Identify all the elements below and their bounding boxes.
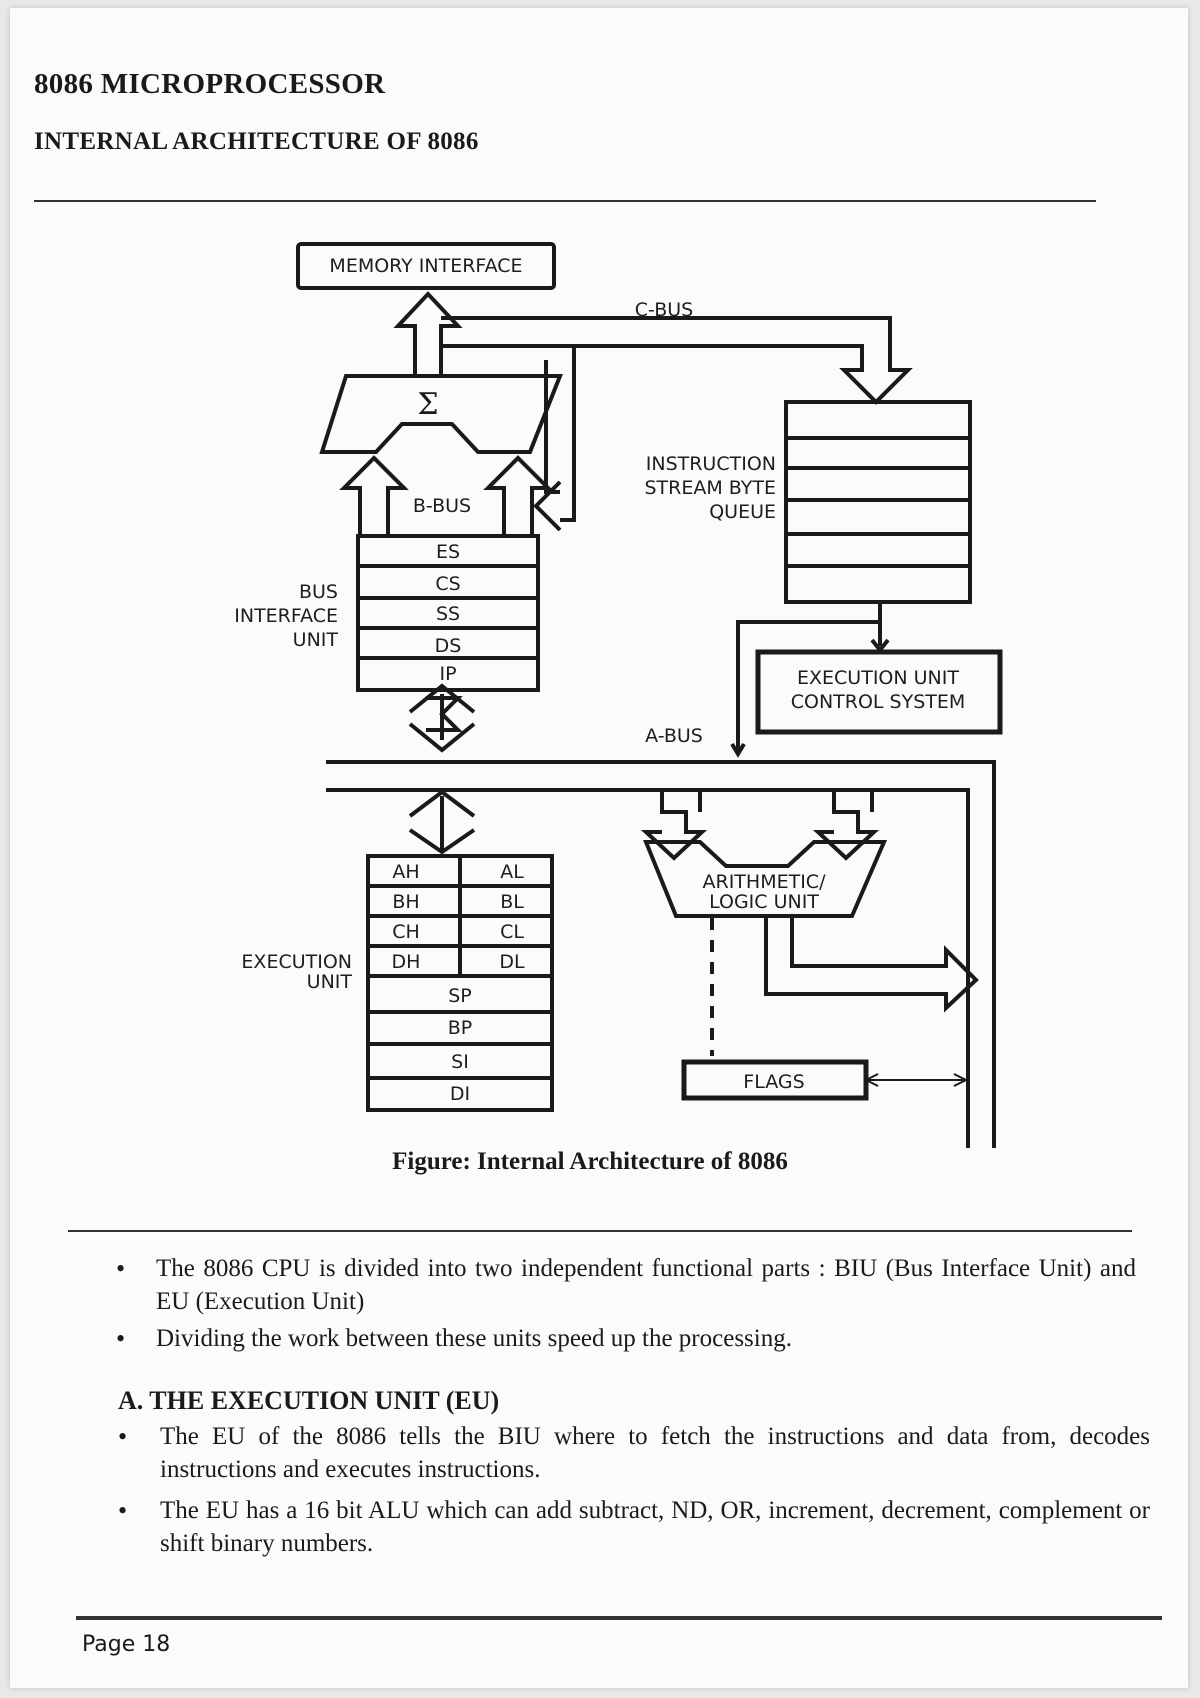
execution-unit-bullet: The EU has a 16 bit ALU which can add su…: [118, 1494, 1150, 1560]
alu-left-input-arrow: [640, 790, 708, 861]
register-cl: CL: [500, 921, 524, 943]
c-bus-to-b-bus-line-inner: [544, 360, 560, 494]
eu-control-line2: CONTROL SYSTEM: [791, 691, 966, 713]
execution-unit-bullet-list: The EU of the 8086 tells the BIU where t…: [118, 1420, 1150, 1568]
memory-interface-label: MEMORY INTERFACE: [329, 255, 522, 277]
c-bus-line: [441, 316, 913, 405]
eu-label-line2: UNIT: [307, 971, 353, 993]
memory-interface-box: [296, 242, 556, 290]
register-bl: BL: [500, 891, 524, 913]
intro-bullet: Dividing the work between these units sp…: [116, 1322, 1136, 1355]
segment-register-ds: DS: [435, 635, 462, 657]
register-dh: DH: [392, 951, 421, 973]
eu-control-system-box: [755, 649, 1003, 735]
sigma-to-memory-arrow: [393, 291, 463, 376]
document-subtitle: INTERNAL ARCHITECTURE OF 8086: [34, 128, 479, 155]
queue-label-line1: INSTRUCTION: [646, 453, 776, 475]
register-ch: CH: [392, 921, 420, 943]
b-bus-up-arrow-left: [339, 455, 409, 536]
intro-bullet-list: The 8086 CPU is divided into two indepen…: [116, 1252, 1136, 1359]
c-bus-label: C-BUS: [635, 299, 693, 321]
b-bus-up-arrow-right: [483, 455, 553, 536]
biu-label-line1: BUS: [299, 581, 338, 603]
alu-right-input-arrow: [812, 790, 880, 861]
queue-label-line2: STREAM BYTE: [644, 477, 776, 499]
sigma-symbol: Σ: [417, 387, 438, 422]
header-divider: [34, 200, 1096, 202]
section-heading-execution-unit: A. THE EXECUTION UNIT (EU): [118, 1386, 500, 1415]
segment-register-es: ES: [436, 541, 460, 563]
segment-register-ip: IP: [439, 663, 456, 685]
biu-label-line2: INTERFACE: [234, 605, 338, 627]
segment-register-cs: CS: [435, 573, 460, 595]
figure-divider: [68, 1230, 1132, 1232]
queue-to-a-bus-line: [736, 602, 882, 754]
a-bus-label: A-BUS: [645, 725, 703, 747]
biu-label-line3: UNIT: [293, 629, 339, 651]
alu-label-line2: LOGIC UNIT: [709, 891, 819, 913]
document-page: [10, 8, 1188, 1688]
register-ah: AH: [392, 861, 419, 883]
register-sp: SP: [448, 985, 472, 1007]
register-dl: DL: [499, 951, 525, 973]
register-al: AL: [500, 861, 524, 883]
register-bp: BP: [448, 1017, 473, 1039]
a-bus-line-inner: [326, 788, 970, 1148]
architecture-diagram: MEMORY INTERFACE Σ C-BUS B-BUS A-BUS INS…: [234, 242, 1003, 1148]
eu-label-line1: EXECUTION: [241, 951, 352, 973]
page-number: Page 18: [82, 1632, 171, 1657]
register-si: SI: [451, 1051, 469, 1073]
flags-label: FLAGS: [743, 1071, 804, 1093]
alu-output-arrow: [764, 916, 979, 1013]
c-bus-to-b-bus-line: [560, 346, 576, 522]
alu-label-line1: ARITHMETIC/: [703, 871, 827, 893]
execution-unit-bullet: The EU of the 8086 tells the BIU where t…: [118, 1420, 1150, 1486]
figure-caption: Figure: Internal Architecture of 8086: [392, 1148, 788, 1175]
sigma-adder: [319, 374, 563, 454]
queue-label-line3: QUEUE: [709, 501, 776, 523]
register-bh: BH: [392, 891, 419, 913]
intro-bullet: The 8086 CPU is divided into two indepen…: [116, 1252, 1136, 1318]
footer-divider: [76, 1616, 1162, 1620]
segment-register-ss: SS: [436, 603, 460, 625]
register-di: DI: [450, 1083, 470, 1105]
alu-shape: [643, 840, 888, 918]
document-title: 8086 MICROPROCESSOR: [34, 68, 386, 100]
b-bus-label: B-BUS: [413, 495, 471, 517]
eu-control-line1: EXECUTION UNIT: [797, 667, 959, 689]
a-bus-line-outer: [326, 760, 996, 1148]
